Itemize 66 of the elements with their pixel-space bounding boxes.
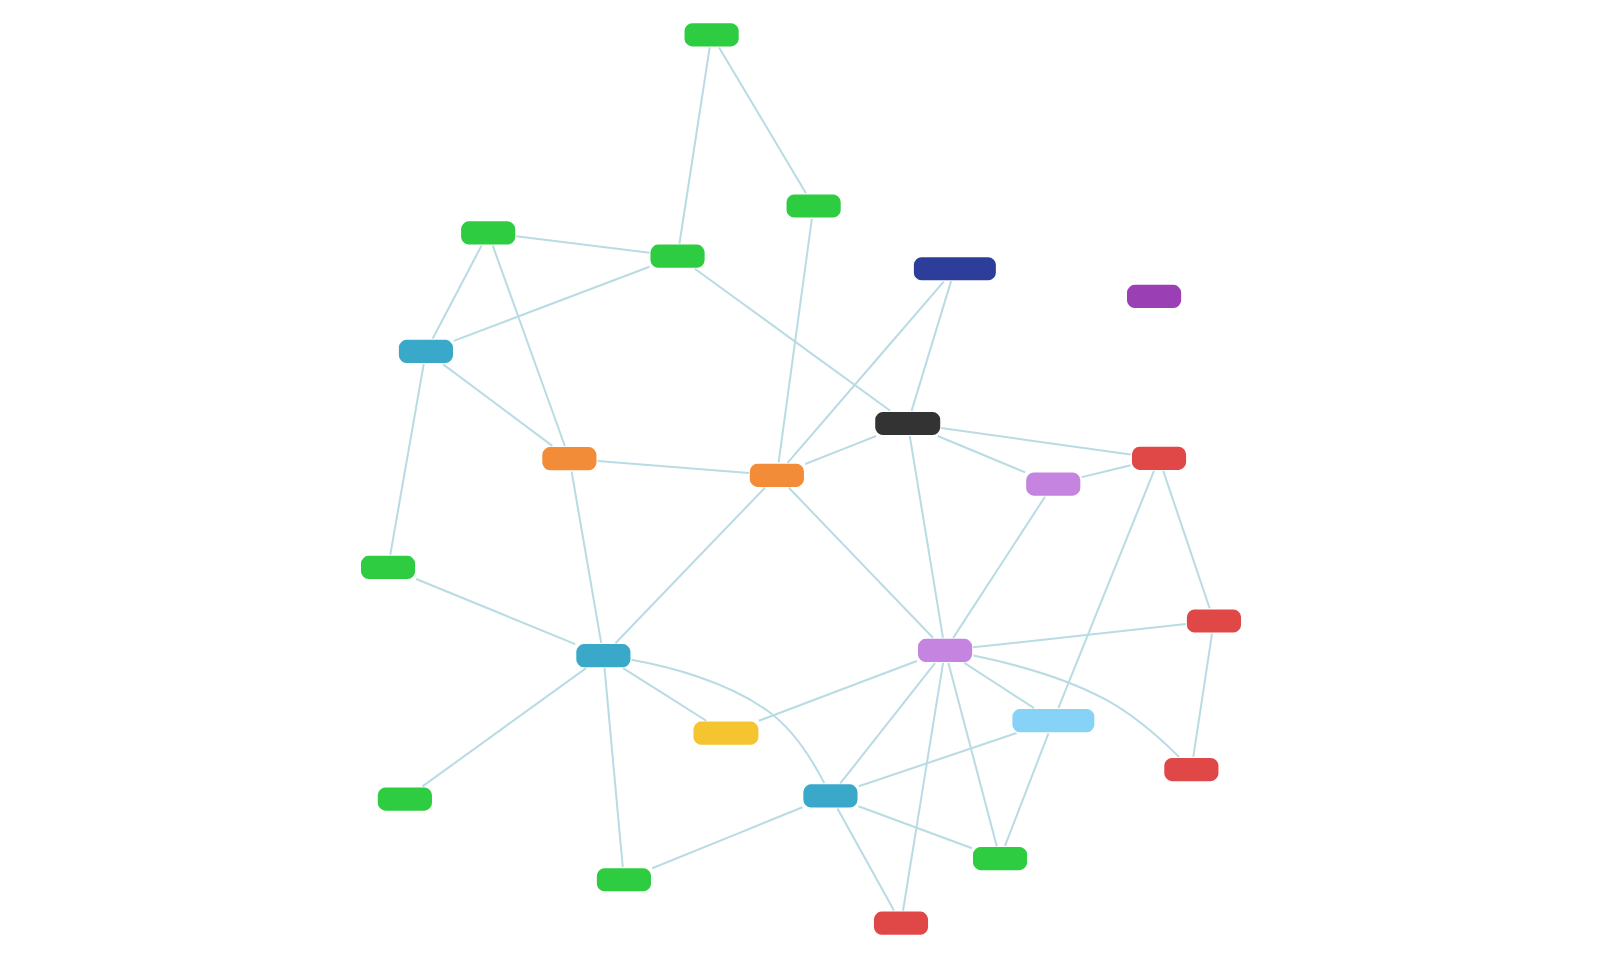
- node-box: [375, 785, 433, 813]
- node-box: [911, 255, 997, 282]
- node-box: [682, 21, 740, 48]
- node-box: [1184, 607, 1242, 635]
- connector: [857, 732, 1016, 788]
- node-box: [647, 242, 706, 270]
- connector: [414, 578, 575, 646]
- connector: [490, 245, 565, 447]
- node-box: [1009, 707, 1095, 734]
- connector: [838, 662, 935, 785]
- connector: [441, 363, 552, 447]
- connector: [430, 245, 482, 339]
- connector: [388, 363, 424, 555]
- connector: [1056, 470, 1154, 709]
- connector: [452, 265, 649, 342]
- node-box: [458, 219, 516, 247]
- connector: [596, 459, 748, 475]
- node-box: [690, 720, 759, 747]
- node-box: [573, 642, 631, 669]
- connector: [971, 623, 1185, 649]
- connector: [909, 280, 952, 412]
- node-box: [1124, 283, 1182, 310]
- connector: [569, 471, 602, 644]
- connector: [621, 667, 706, 722]
- connector: [693, 267, 890, 412]
- node-box: [784, 192, 842, 220]
- connector: [630, 658, 825, 784]
- node-box: [1023, 470, 1081, 498]
- connector: [785, 281, 944, 464]
- node-box: [396, 338, 454, 365]
- connector: [962, 662, 1034, 709]
- connector: [951, 496, 1045, 639]
- node-box: [872, 410, 941, 437]
- node-box: [915, 637, 973, 664]
- connector: [757, 660, 917, 722]
- node-box: [1161, 756, 1219, 783]
- node-box: [594, 866, 652, 893]
- connector: [650, 806, 802, 870]
- connector: [677, 47, 710, 244]
- connector: [803, 435, 876, 465]
- connector: [946, 662, 997, 847]
- connector: [907, 436, 943, 638]
- connector: [1080, 464, 1130, 479]
- connector: [857, 805, 972, 850]
- connector: [901, 662, 944, 911]
- connector: [787, 487, 933, 639]
- node-box: [358, 554, 416, 581]
- connector: [717, 46, 806, 194]
- connector: [613, 487, 765, 644]
- connector: [1161, 470, 1210, 609]
- connector: [515, 235, 649, 254]
- node-box: [1129, 445, 1187, 472]
- connector: [835, 808, 894, 911]
- connector: [936, 435, 1025, 474]
- connector: [1003, 732, 1049, 847]
- connector: [940, 427, 1130, 456]
- node-box: [747, 462, 805, 489]
- connector: [1191, 633, 1212, 758]
- connector: [972, 654, 1179, 758]
- connector: [602, 668, 623, 868]
- connector: [420, 667, 586, 788]
- node-box: [800, 782, 859, 810]
- node-box: [970, 845, 1028, 872]
- node-box: [871, 910, 929, 937]
- node-box: [539, 445, 597, 472]
- connector: [776, 218, 812, 463]
